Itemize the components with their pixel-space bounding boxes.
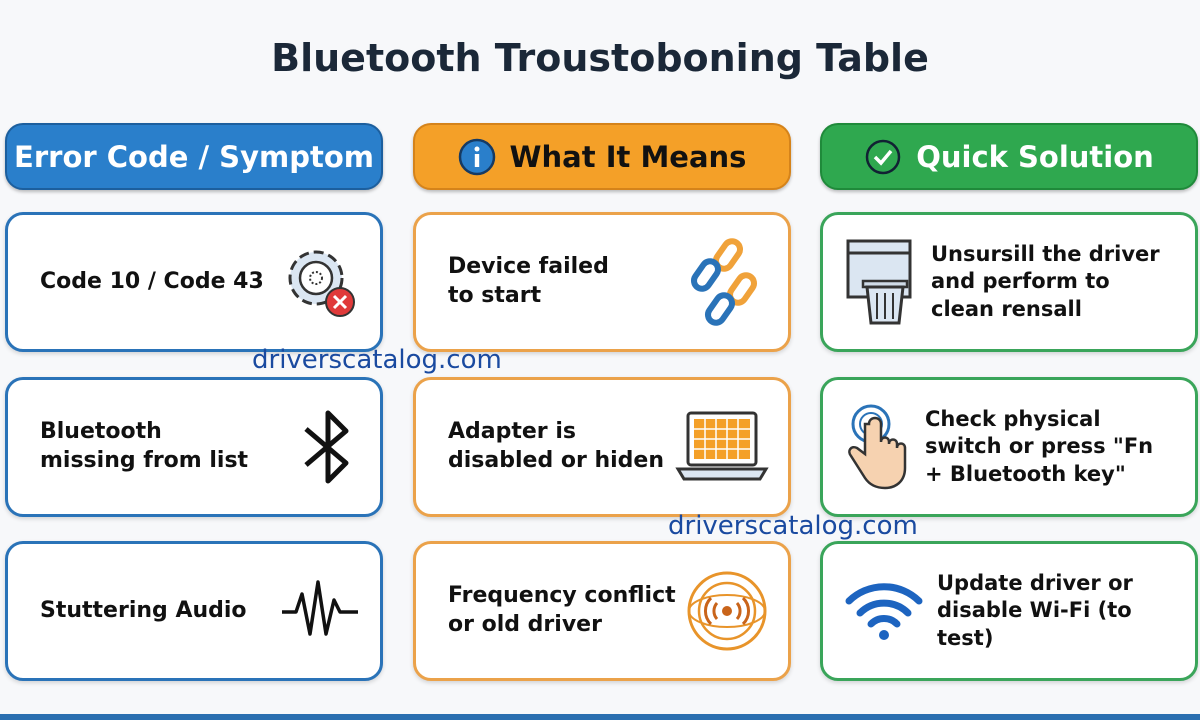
wifi-icon [845,583,923,640]
broken-chain-icon [690,238,758,326]
finger-press-icon [848,404,907,490]
header-label: Error Code / Symptom [14,139,374,174]
meaning-card: Frequency conflict or old driver [413,541,791,681]
watermark: driverscatalog.com [252,345,502,375]
laptop-icon [675,411,769,481]
header-meaning: What It Means [413,123,791,190]
bluetooth-icon [304,410,349,484]
solution-card: Check physical switch or press "Fn + Blu… [820,377,1198,517]
symptom-card: Code 10 / Code 43 [5,212,383,352]
symptom-card: Stuttering Audio [5,541,383,681]
uninstall-trash-icon [846,239,912,325]
radio-signal-icon [687,571,767,651]
header-label: Quick Solution [916,139,1154,174]
meaning-card: Adapter is disabled or hiden [413,377,791,517]
info-icon [458,138,495,175]
bottom-bar [0,714,1200,720]
symptom-card: Bluetooth missing from list [5,377,383,517]
meaning-text: Frequency conflict or old driver [448,583,676,637]
solution-card: Update driver or disable Wi-Fi (to test) [820,541,1198,681]
waveform-icon [282,580,358,636]
meaning-text: Adapter is disabled or hiden [448,419,665,473]
page-title: Bluetooth Troustoboning Table [271,36,929,80]
meaning-text: Device failed to start [448,254,609,308]
symptom-text: Stuttering Audio [40,597,247,623]
meaning-card: Device failed to start [413,212,791,352]
gear-error-icon [288,250,355,317]
check-circle-icon [865,139,901,174]
symptom-text: Code 10 / Code 43 [40,268,264,294]
header-solution: Quick Solution [820,123,1198,190]
solution-text: Check physical switch or press "Fn + Blu… [925,407,1154,486]
solution-text: Update driver or disable Wi-Fi (to test) [937,571,1133,650]
solution-card: Unsursill the driver and perform to clea… [820,212,1198,352]
header-error-code: Error Code / Symptom [5,123,383,190]
watermark: driverscatalog.com [668,511,918,541]
solution-text: Unsursill the driver and perform to clea… [931,242,1160,321]
header-label: What It Means [509,139,747,174]
symptom-text: Bluetooth missing from list [40,419,249,473]
